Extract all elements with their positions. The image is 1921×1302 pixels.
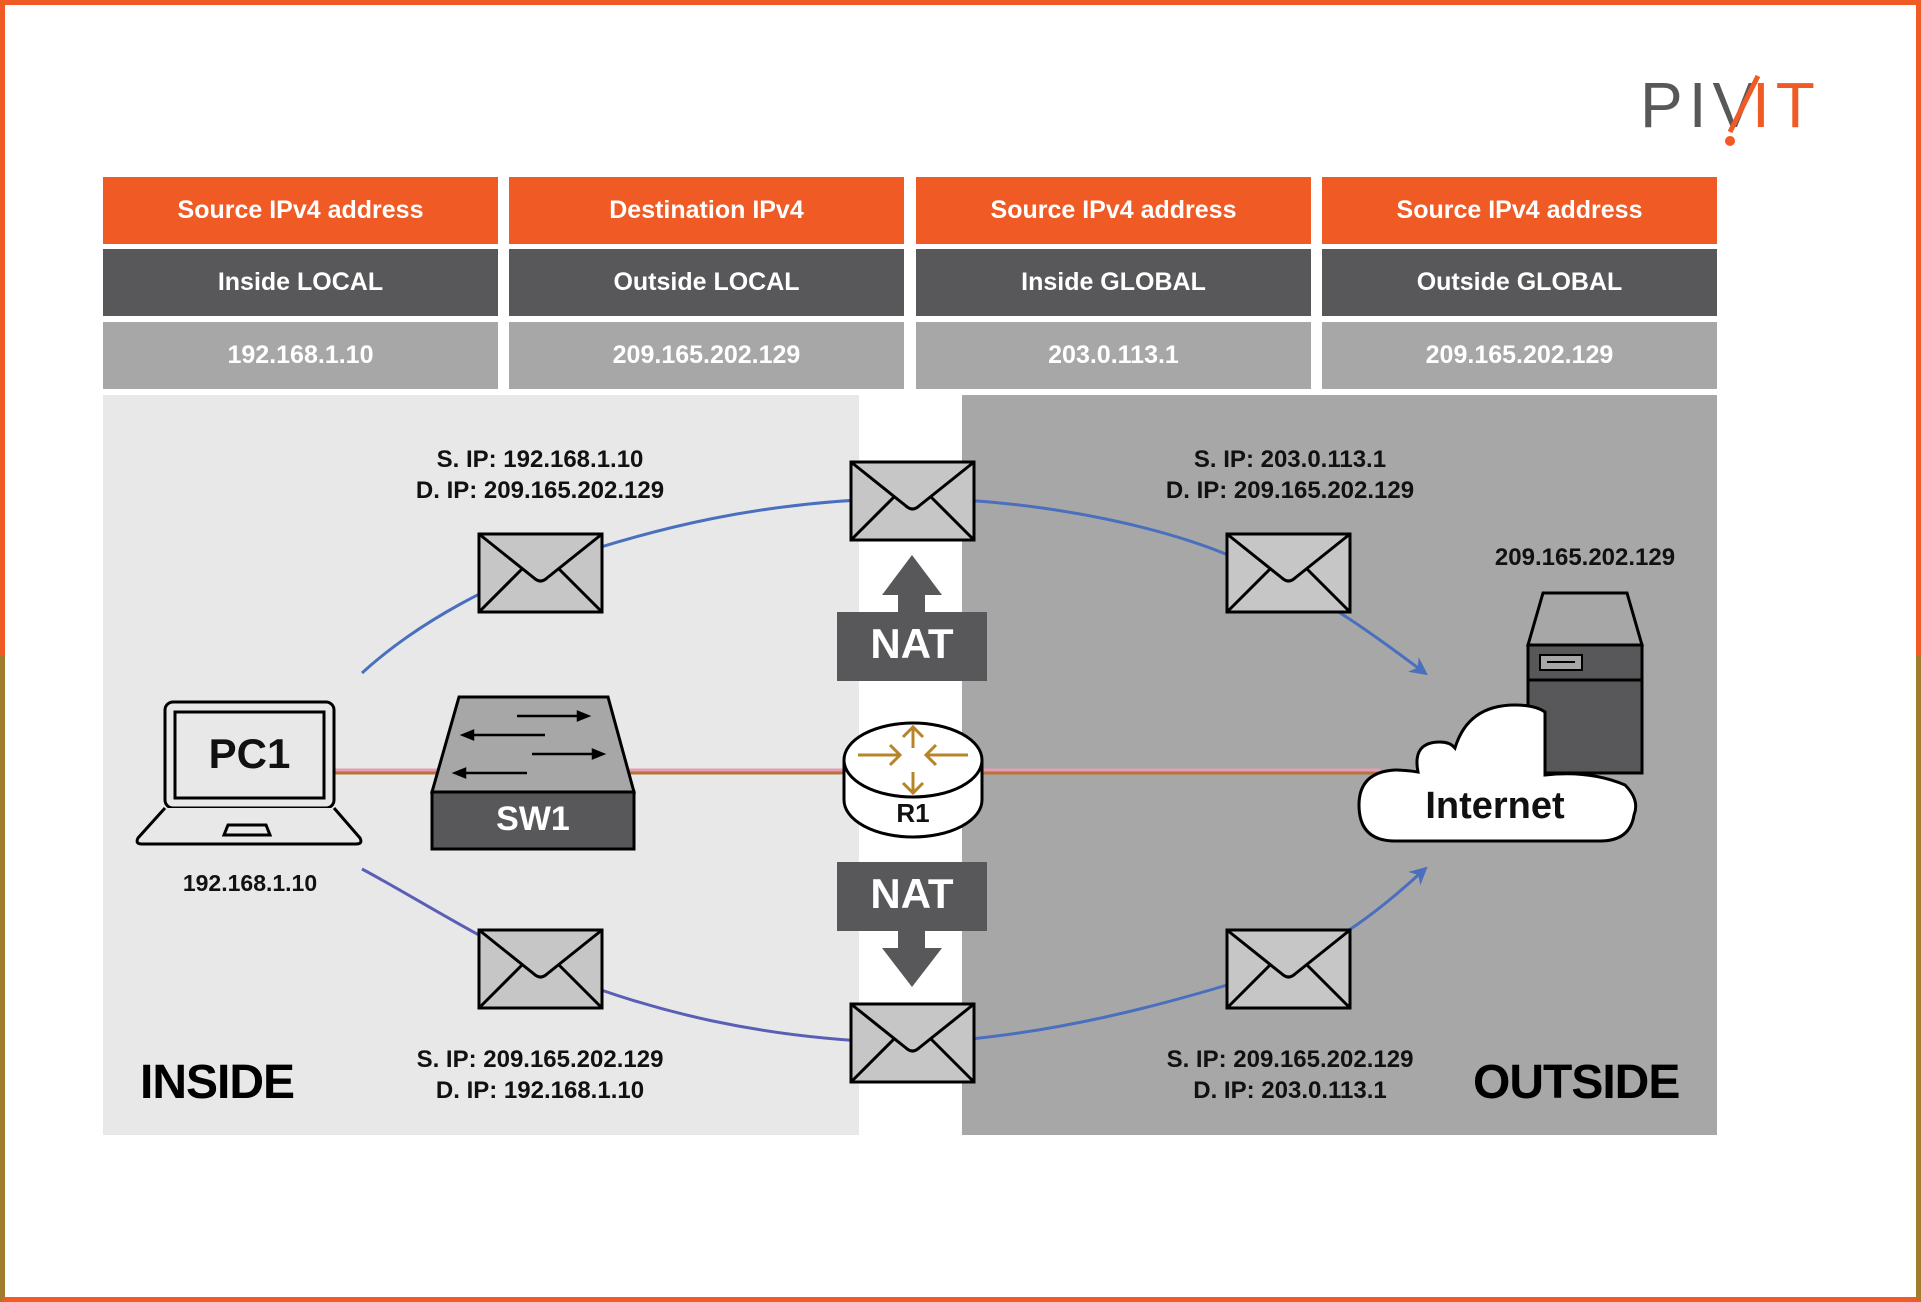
logo-text-right: IT: [1752, 69, 1821, 141]
flow-path-outbound: [360, 496, 913, 675]
table-header-cell: Source IPv4 address: [916, 177, 1311, 244]
inside-zone-label: INSIDE: [140, 1056, 295, 1109]
packet-envelope-icon: [477, 532, 604, 614]
table-type-cell: Outside LOCAL: [509, 249, 904, 316]
table-header-cell: Source IPv4 address: [103, 177, 498, 244]
table-type-cell: Outside GLOBAL: [1322, 249, 1717, 316]
packet-envelope-icon: [849, 1002, 976, 1084]
server-ip-label: 209.165.202.129: [1494, 544, 1676, 571]
router-icon: [842, 721, 984, 839]
packet-envelope-icon: [477, 928, 604, 1010]
laptop-icon: [135, 700, 363, 846]
pivit-logo: PIV IT: [1640, 69, 1830, 146]
nat-up-arrow-icon: [837, 555, 987, 681]
packet-label-inside-outbound: S. IP: 192.168.1.10 D. IP: 209.165.202.1…: [360, 444, 720, 506]
flow-path-inbound: [361, 867, 913, 1045]
outside-zone-label: OUTSIDE: [1473, 1056, 1680, 1109]
packet-source-ip: S. IP: 192.168.1.10: [436, 446, 644, 473]
packet-source-ip: S. IP: 203.0.113.1: [1193, 446, 1387, 473]
logo-text-left: PIV: [1640, 69, 1762, 141]
pc-name-label: PC1: [208, 730, 291, 777]
table-type-cell: Inside GLOBAL: [916, 249, 1311, 316]
packet-label-outside-outbound: S. IP: 203.0.113.1 D. IP: 209.165.202.12…: [1110, 444, 1470, 506]
internet-label: Internet: [1425, 785, 1565, 827]
nat-label-bottom: NAT: [870, 870, 954, 917]
frame-border-top: [0, 0, 1921, 655]
packet-envelope-icon: [1225, 532, 1352, 614]
internet-cloud-icon: [1357, 703, 1638, 843]
pc-ip-label: 192.168.1.10: [182, 870, 318, 896]
router-name-label: R1: [896, 798, 930, 828]
packet-destination-ip: D. IP: 209.165.202.129: [415, 477, 665, 504]
table-type-cell: Inside LOCAL: [103, 249, 498, 316]
table-ip-cell: 192.168.1.10: [103, 322, 498, 389]
switch-icon: [430, 695, 636, 851]
logo-accent-icon: [1725, 74, 1761, 146]
packet-destination-ip: D. IP: 192.168.1.10: [435, 1077, 645, 1104]
packet-source-ip: S. IP: 209.165.202.129: [1166, 1046, 1414, 1073]
nat-label-top: NAT: [870, 620, 954, 667]
server-icon: [1526, 591, 1644, 775]
table-ip-cell: 209.165.202.129: [509, 322, 904, 389]
packet-destination-ip: D. IP: 209.165.202.129: [1165, 477, 1415, 504]
packet-source-ip: S. IP: 209.165.202.129: [416, 1046, 664, 1073]
nat-down-arrow-icon: [837, 862, 987, 987]
table-header-cell: Source IPv4 address: [1322, 177, 1717, 244]
table-ip-cell: 203.0.113.1: [916, 322, 1311, 389]
switch-name-label: SW1: [496, 800, 570, 838]
packet-destination-ip: D. IP: 203.0.113.1: [1193, 1077, 1387, 1104]
packet-label-outside-inbound: S. IP: 209.165.202.129 D. IP: 203.0.113.…: [1110, 1044, 1470, 1106]
packet-label-inside-inbound: S. IP: 209.165.202.129 D. IP: 192.168.1.…: [360, 1044, 720, 1106]
table-header-cell: Destination IPv4: [509, 177, 904, 244]
packet-envelope-icon: [1225, 928, 1352, 1010]
packet-envelope-icon: [849, 460, 976, 542]
table-ip-cell: 209.165.202.129: [1322, 322, 1717, 389]
frame-border-bottom: [0, 655, 1921, 1302]
